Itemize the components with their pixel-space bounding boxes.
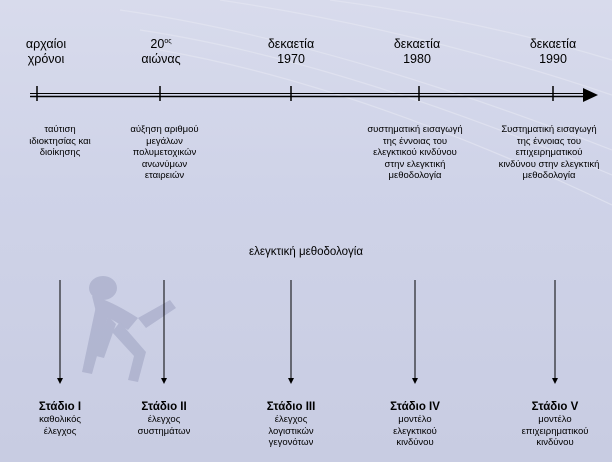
- period-1990: δεκαετία 1990: [512, 37, 594, 67]
- desc-line: στην ελεγκτική: [384, 158, 446, 170]
- desc-line: εταιρειών: [144, 170, 185, 181]
- timeline-ticks: [36, 86, 554, 101]
- period-line2: αιώνας: [141, 52, 181, 66]
- stage-name-line: κινδύνου: [536, 437, 574, 448]
- desc-line: ανωνύμων: [141, 158, 188, 170]
- period-line1: δεκαετία: [529, 37, 577, 51]
- stage-name-line: επιχειρηματικού: [521, 425, 589, 437]
- stage-2: Στάδιο II έλεγχος συστημάτων: [119, 400, 209, 437]
- period-line2: 1990: [539, 52, 567, 66]
- period-1980: δεκαετία 1980: [376, 37, 458, 67]
- period-line1: δεκαετία: [393, 37, 441, 51]
- stage-number: Στάδιο II: [141, 401, 187, 413]
- period-line2: χρόνοι: [27, 52, 65, 66]
- desc-line: μεγάλων: [146, 135, 183, 147]
- period-line1: δεκαετία: [267, 37, 315, 51]
- period-ancient: αρχαίοι χρόνοι: [5, 37, 87, 67]
- stage-name-line: έλεγχος: [274, 414, 308, 425]
- period-line1: 20ος: [150, 37, 172, 51]
- stage-name-line: μοντέλο: [398, 414, 432, 425]
- stage-name-line: λογιστικών: [268, 425, 314, 437]
- description-ancient: ταύτιση ιδιοκτησίας και διοίκησης: [20, 124, 100, 159]
- stage-arrows: [57, 280, 558, 384]
- center-label: ελεγκτική μεθοδολογία: [249, 246, 363, 258]
- timeline-axis: [30, 88, 598, 102]
- stage-name-line: συστημάτων: [137, 425, 191, 437]
- stage-1: Στάδιο I καθολικός έλεγχος: [15, 400, 105, 437]
- desc-line: της έννοιας του: [382, 135, 448, 147]
- desc-line: διοίκησης: [39, 147, 81, 158]
- stage-5: Στάδιο V μοντέλο επιχειρηματικού κινδύνο…: [505, 400, 605, 449]
- desc-line: ιδιοκτησίας και: [29, 135, 91, 147]
- stage-number: Στάδιο I: [38, 401, 82, 413]
- period-line2: 1970: [277, 52, 305, 66]
- stage-name-line: γεγονότων: [268, 437, 314, 448]
- timeline-arrowhead: [583, 88, 598, 102]
- stage-name-line: καθολικός: [39, 414, 81, 425]
- desc-line: κινδύνου στην ελεγκτική: [498, 158, 600, 170]
- desc-line: μεθοδολογία: [522, 170, 576, 181]
- stage-number: Στάδιο III: [266, 401, 316, 413]
- stage-name-line: έλεγχος: [43, 425, 77, 437]
- desc-line: ταύτιση: [44, 124, 76, 135]
- period-20th-century: 20ος αιώνας: [120, 37, 202, 67]
- description-1990: Συστηματική εισαγωγή της έννοιας του επι…: [488, 124, 610, 182]
- description-20th-century: αύξηση αριθμού μεγάλων πολυμετοχικών ανω…: [117, 124, 212, 182]
- stage-number: Στάδιο IV: [390, 401, 440, 413]
- desc-line: μεθοδολογία: [388, 170, 442, 181]
- desc-line: συστηματική εισαγωγή: [367, 124, 463, 135]
- period-line2: 1980: [403, 52, 431, 66]
- stage-3: Στάδιο III έλεγχος λογιστικών γεγονότων: [246, 400, 336, 449]
- period-line1: αρχαίοι: [25, 37, 67, 51]
- desc-line: Συστηματική εισαγωγή: [501, 124, 597, 135]
- desc-line: αύξηση αριθμού: [130, 124, 199, 135]
- stage-name-line: έλεγχος: [147, 414, 181, 425]
- desc-line: επιχειρηματικού: [515, 147, 583, 158]
- stage-number: Στάδιο V: [531, 401, 579, 413]
- description-1980: συστηματική εισαγωγή της έννοιας του ελε…: [355, 124, 475, 182]
- stage-name-line: μοντέλο: [538, 414, 572, 425]
- period-1970: δεκαετία 1970: [250, 37, 332, 67]
- desc-line: πολυμετοχικών: [132, 147, 197, 158]
- desc-line: της έννοιας του: [516, 135, 582, 147]
- stage-4: Στάδιο IV μοντέλο ελεγκτικού κινδύνου: [370, 400, 460, 449]
- runner-silhouette: [82, 276, 176, 382]
- stage-name-line: κινδύνου: [396, 437, 434, 448]
- stage-name-line: ελεγκτικού: [393, 425, 437, 437]
- desc-line: ελεγκτικού κινδύνου: [373, 147, 457, 158]
